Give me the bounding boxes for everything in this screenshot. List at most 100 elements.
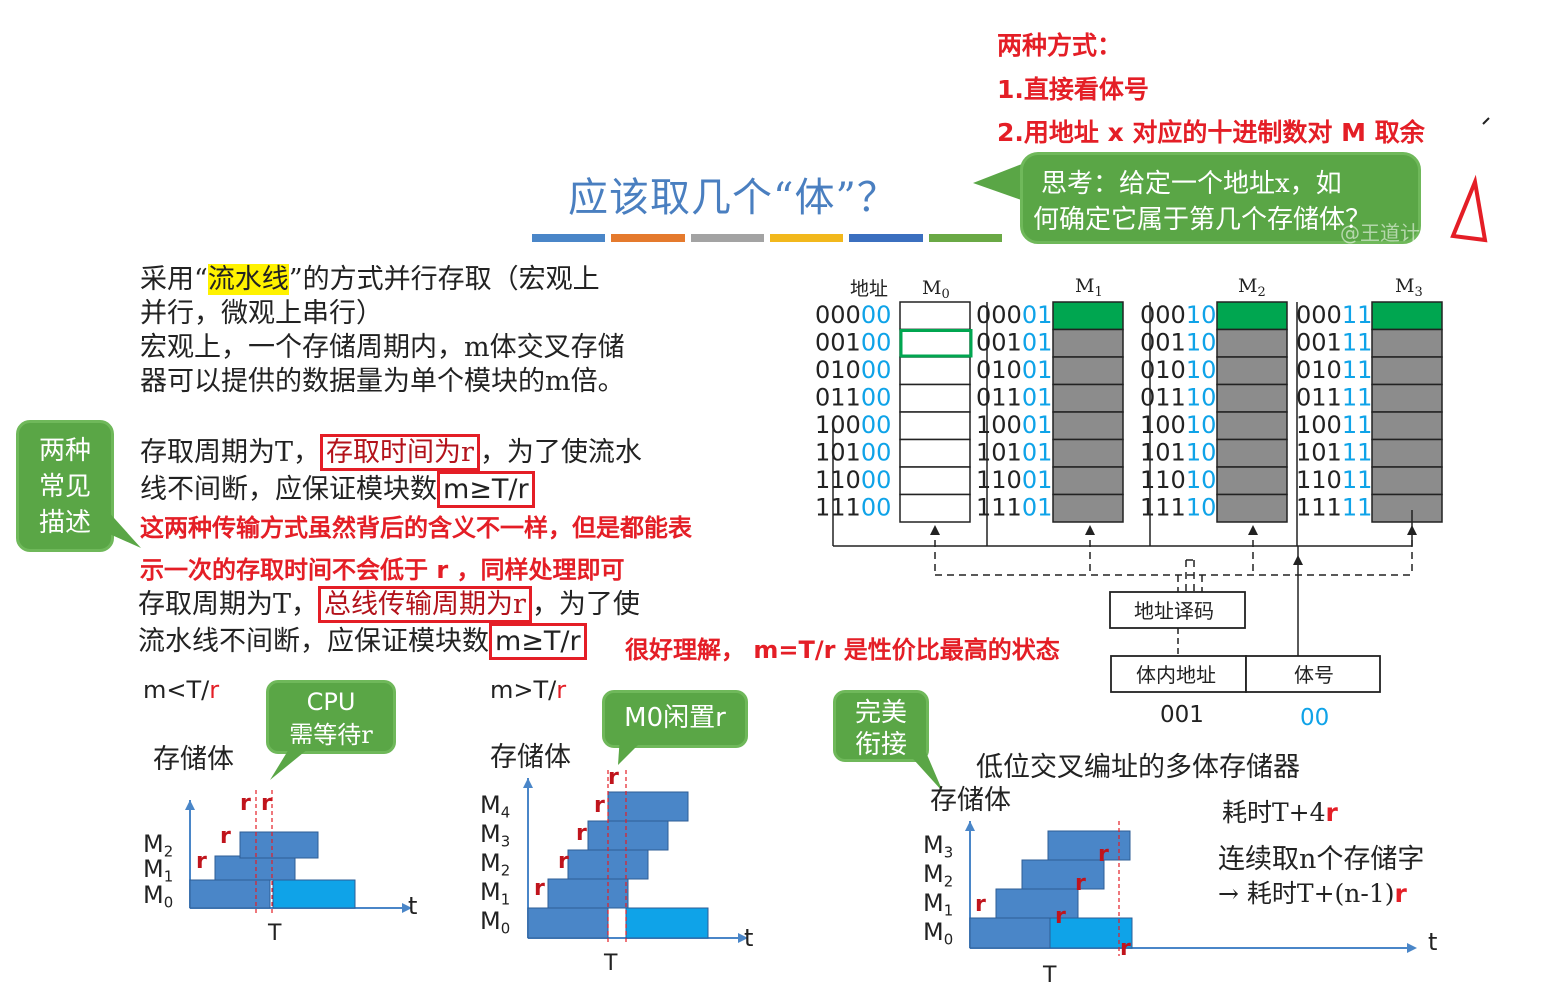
bank-cell xyxy=(899,411,971,441)
title-stripes xyxy=(532,234,1002,242)
timing-bar xyxy=(527,907,609,939)
cpu-wait-l1: CPU xyxy=(306,688,356,716)
para2-l1-post: ，为了使流水 xyxy=(479,437,642,468)
addr-row: 11100 xyxy=(815,494,891,522)
bank-no-box xyxy=(1245,655,1381,693)
bank-cell xyxy=(1052,411,1124,441)
cpu-wait-bubble: CPU 需等待r xyxy=(266,680,396,754)
decoder-box xyxy=(1109,591,1246,629)
timing-bar xyxy=(214,855,296,881)
bank-addr: 01011 xyxy=(1296,356,1372,384)
bank-addr: 00101 xyxy=(976,329,1052,357)
r-label: r xyxy=(608,765,619,790)
t-label: t xyxy=(408,892,417,920)
stripe xyxy=(769,234,844,242)
r-label: r xyxy=(1055,904,1066,929)
para3-l2-pre: 流水线不间断，应保证模块数 xyxy=(138,626,489,657)
time1-r: r xyxy=(1325,798,1338,827)
left-bubble-l2: 常见 xyxy=(38,472,91,502)
row-label: M1 xyxy=(480,878,510,908)
bank-no-value: 00 xyxy=(1300,705,1329,731)
bank-addr: 11111 xyxy=(1296,494,1372,522)
r-label: r xyxy=(1075,871,1086,896)
perfect-l1: 完美 xyxy=(854,698,907,728)
T-label: T xyxy=(1042,963,1057,985)
bank-cell xyxy=(1052,466,1124,496)
bank-addr: 11110 xyxy=(1140,494,1216,522)
memory-caption: 低位交叉编址的多体存储器 xyxy=(976,752,1300,783)
think-bubble-tail xyxy=(973,162,1027,202)
inner-addr-label: 体内地址 xyxy=(1136,663,1216,687)
bus-cycle-box: 总线传输周期为r xyxy=(318,586,532,623)
addr-row: 00000 xyxy=(815,301,891,329)
access-time-box: 存取时间为r xyxy=(320,434,480,471)
chart2-cond-r: r xyxy=(556,676,567,704)
addr-row: 00100 xyxy=(815,329,891,357)
stripe xyxy=(690,234,764,242)
y-axis-arrow xyxy=(523,778,533,788)
bank-cell xyxy=(899,356,971,386)
timing-bar xyxy=(1047,830,1131,861)
timing-bar xyxy=(625,907,709,939)
r-label: r xyxy=(1098,842,1109,867)
paragraph-pipeline: 采用“流水线”的方式并行存取（宏观上 并行，微观上串行） 宏观上，一个存储周期内… xyxy=(140,263,625,399)
bank-addr: 11010 xyxy=(1140,466,1216,494)
bank-cell xyxy=(1052,328,1124,358)
addr-row: 01000 xyxy=(815,356,891,384)
bank-addr: 10111 xyxy=(1296,439,1372,467)
r-label: r xyxy=(594,793,605,818)
bank-addr: 00011 xyxy=(1296,301,1372,329)
row-label-m0: M0 xyxy=(143,881,173,911)
row-label: M2 xyxy=(480,849,510,879)
bank-cell xyxy=(1216,383,1288,413)
watermark: @王道计算机教育 xyxy=(1340,221,1500,245)
chart2-cond-text: m>T/ xyxy=(490,676,557,704)
bank-cell xyxy=(1052,301,1124,331)
para1-l4: 器可以提供的数据量为单个模块的m倍。 xyxy=(140,366,625,397)
bank-cell xyxy=(899,493,971,523)
chart1-condition: m<T/r xyxy=(143,676,219,704)
bank-cell xyxy=(899,301,971,331)
good-point-note: 很好理解， m=T/r 是性价比最高的状态 xyxy=(625,636,1060,664)
bank-cell xyxy=(1216,493,1288,523)
transfer-note-2: 示一次的存取时间不会低于 r ，同样处理即可 xyxy=(140,556,625,584)
bank-cell xyxy=(1371,411,1443,441)
m-condition-box-1: m≥T/r xyxy=(437,471,535,508)
timing-bar xyxy=(969,917,1051,949)
bank-addr: 10101 xyxy=(976,439,1052,467)
chart2-condition: m>T/r xyxy=(490,676,566,704)
think-line-2: 何确定它属于第几个存储体？ xyxy=(1033,205,1372,235)
chart1-ylabel: 存储体 xyxy=(153,744,234,775)
inner-addr-box xyxy=(1110,655,1247,693)
bank-no-label: 体号 xyxy=(1294,663,1334,687)
stripe xyxy=(928,234,1002,242)
row-label: M4 xyxy=(480,791,510,821)
perfect-bubble-tail xyxy=(905,750,943,792)
timing-bar xyxy=(607,791,689,822)
bank-addr: 01111 xyxy=(1296,384,1372,412)
x-axis-arrow xyxy=(738,933,748,943)
addr-row: 10100 xyxy=(815,439,891,467)
chart1-cond-r: r xyxy=(209,676,220,704)
bank-header-m2: M2 xyxy=(1238,275,1266,300)
inner-addr-value: 001 xyxy=(1160,702,1204,728)
T-label: T xyxy=(603,951,618,975)
bank-addr: 01101 xyxy=(976,384,1052,412)
r-label: r xyxy=(261,791,272,816)
note-way-2: 2.用地址 x 对应的十进制数对 M 取余 xyxy=(997,118,1425,147)
left-bubble-tail xyxy=(105,508,141,548)
para2-l2-pre: 线不间断，应保证模块数 xyxy=(140,474,437,505)
m-condition-box-2: m≥T/r xyxy=(489,623,587,660)
stripe xyxy=(849,234,923,242)
page-title: 应该取几个“体”？ xyxy=(568,175,898,221)
y-axis-arrow xyxy=(185,800,195,810)
think-bubble: 思考：给定一个地址x，如 何确定它属于第几个存储体？ xyxy=(1020,152,1421,244)
r-label: r xyxy=(240,791,251,816)
t-label: t xyxy=(1428,928,1437,956)
bank-cell xyxy=(1371,383,1443,413)
bank-cell xyxy=(1371,493,1443,523)
